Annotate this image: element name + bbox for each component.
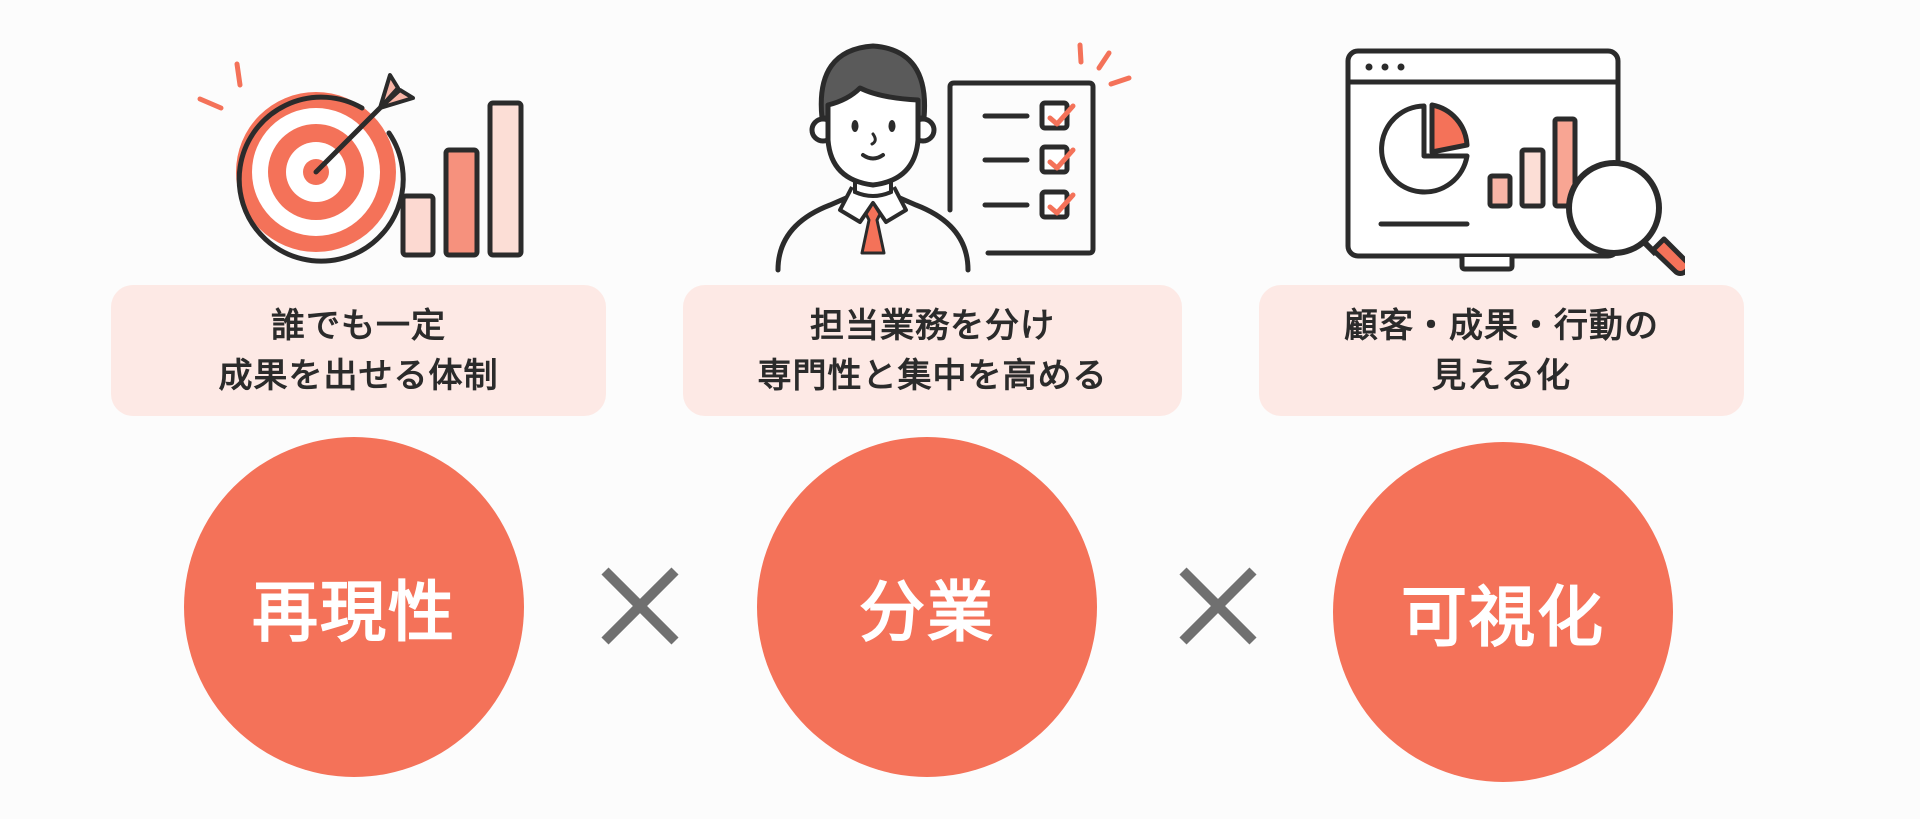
keyword-label: 分業 [859,574,995,651]
description-pill-division-of-labor: 担当業務を分け 専門性と集中を高める [683,285,1182,416]
keyword-circle-division-of-labor: 分業 [757,437,1097,777]
multiply-icon [1179,567,1257,645]
keyword-circle-visualization: 可視化 [1333,442,1673,782]
description-line: 成果を出せる体制 [218,355,499,396]
description-line: 顧客・成果・行動の [1344,305,1659,346]
description-pill-reproducibility: 誰でも一定 成果を出せる体制 [111,285,606,416]
multiply-icon [601,567,679,645]
keyword-label: 可視化 [1401,579,1605,656]
description-pill-visualization: 顧客・成果・行動の 見える化 [1259,285,1744,416]
description-line: 誰でも一定 [271,305,446,346]
target-with-bar-chart-icon [197,61,524,264]
description-line: 見える化 [1432,355,1571,396]
description-line: 担当業務を分け [810,305,1055,346]
dashboard-with-magnifier-icon [1345,48,1685,276]
keyword-circle-reproducibility: 再現性 [184,437,524,777]
description-line: 専門性と集中を高める [757,355,1108,396]
person-with-checklist-icon [775,42,1132,273]
keyword-label: 再現性 [252,574,456,651]
